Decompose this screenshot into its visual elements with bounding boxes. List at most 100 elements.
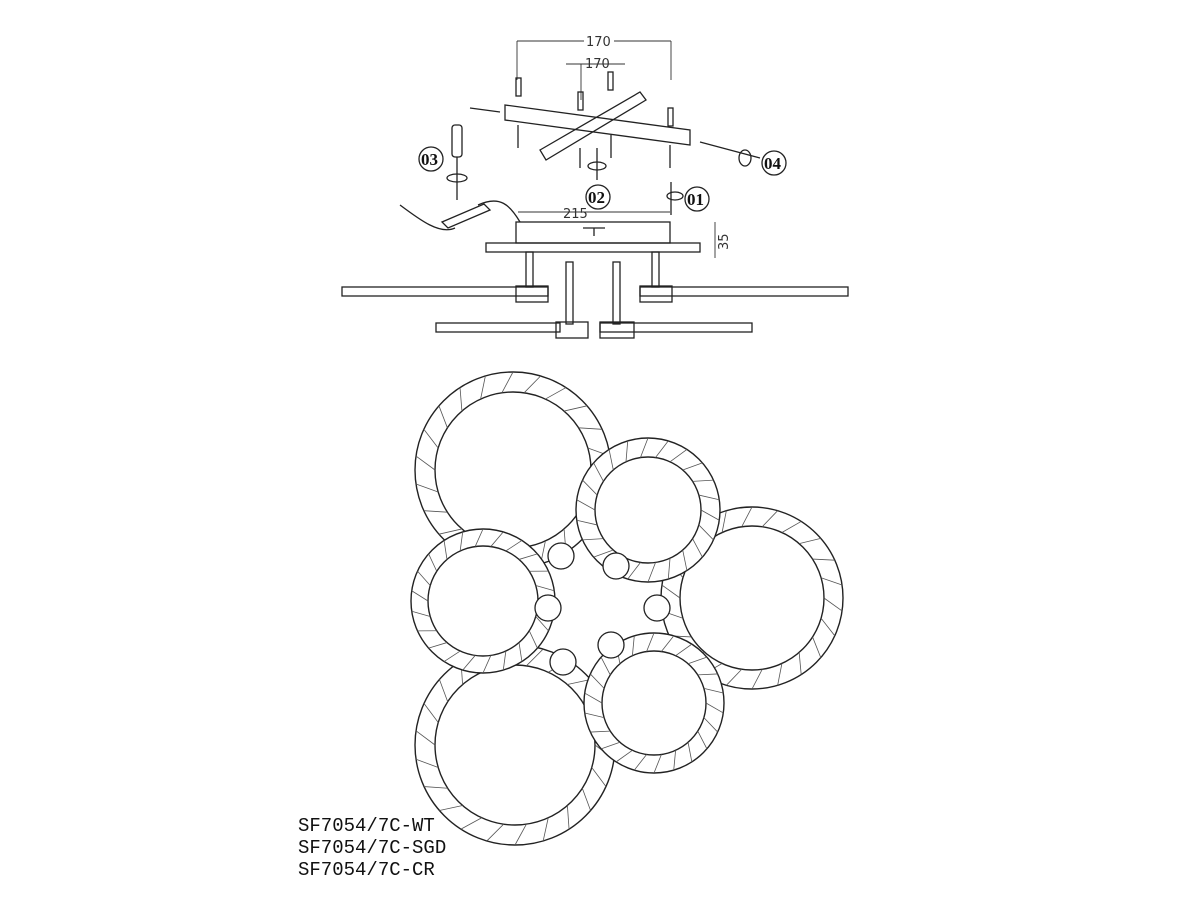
crystal-texture [415,455,436,471]
crystal-texture [591,767,607,787]
crystal-texture [505,540,523,552]
svg-text:04: 04 [764,154,782,173]
step-03: 03 [418,146,444,172]
crystal-texture [459,531,464,552]
crystal-texture [581,788,591,811]
crystal-texture [460,817,482,830]
svg-text:170: 170 [585,57,610,72]
crystal-texture [812,636,822,658]
crystal-texture [667,558,671,580]
crystal-texture [751,669,763,690]
crystal-texture [615,749,633,763]
crystal-texture [415,730,436,746]
crystal-texture [590,730,611,733]
sphere [643,594,671,622]
crystal-texture [428,553,438,572]
crystal-texture [411,610,431,617]
crystal-texture [600,656,611,676]
crystal-texture [646,632,655,652]
crystal-texture [490,531,504,547]
crystal-texture [438,405,448,428]
crystal-texture [632,635,635,656]
crystal-texture [423,510,448,513]
crystal-texture [584,712,605,719]
crystal-texture [428,642,448,649]
step-04: 04 [761,150,787,176]
ring-outer [575,437,721,583]
crystal-texture [812,558,835,561]
sphere [549,648,577,676]
crystal-texture [411,590,429,602]
crystal-texture [777,663,783,686]
crystal-texture [661,635,675,652]
crystal-texture [741,506,753,527]
model-list: SF7054/7C-WT SF7054/7C-SGD SF7054/7C-CR [298,815,446,881]
crystal-texture [692,538,703,558]
step-01: 01 [684,186,710,212]
crystal-texture [584,692,603,704]
crystal-texture [608,449,614,471]
crystal-texture [528,630,538,649]
crystal-texture [443,650,461,662]
ring-outer [410,528,556,674]
crystal-texture [514,823,527,846]
crystal-texture [698,524,714,541]
crystal-texture [415,483,439,493]
crystal-texture [526,648,544,667]
crystal-texture [439,679,449,702]
crystal-texture [698,494,720,501]
crystal-texture [647,562,656,583]
crystal-texture [535,585,555,592]
svg-text:35: 35 [717,233,732,250]
crystal-texture [423,703,439,723]
crystal-texture [518,642,523,662]
crystal-texture [576,499,596,511]
crystal-texture [563,405,588,412]
model-cr: SF7054/7C-CR [298,859,435,881]
sphere [534,594,562,622]
dimension-170-outer: 170 [516,32,672,80]
crystal-texture [675,643,693,657]
crystal-texture [423,429,439,449]
crystal-texture [820,577,843,586]
dimension-35: 35 [714,222,732,258]
crystal-texture [502,650,507,671]
crystal-texture [443,540,448,560]
crystal-texture [518,553,538,560]
crystal-texture [590,673,605,689]
crystal-texture [627,562,641,580]
crystal-texture [438,528,463,535]
crystal-texture [726,668,743,686]
crystal-texture [721,510,727,533]
crystal-texture [480,375,486,400]
crystal-texture [669,449,688,463]
svg-text:215: 215 [563,207,588,222]
dimension-170-inner: 170 [566,57,625,100]
crystal-texture [705,702,724,714]
sphere [602,552,630,580]
crystal-texture [482,655,492,674]
crystal-texture [798,652,802,675]
mounting-bracket [504,91,691,161]
crystal-texture [761,510,778,528]
crystal-texture [655,440,669,458]
rotate-arrows [587,148,752,215]
crystal-texture [653,754,662,774]
crystal-texture [542,817,549,842]
crystal-texture [703,687,724,694]
crystal-texture [501,371,514,393]
model-sgd: SF7054/7C-SGD [298,837,447,859]
crystal-texture [640,437,649,458]
svg-text:02: 02 [588,188,605,207]
crystal-texture [424,786,448,789]
sphere [597,631,625,659]
crystal-texture [439,805,463,811]
crystal-texture [625,440,629,462]
svg-text:01: 01 [687,190,704,209]
crystal-texture [523,375,541,394]
crystal-texture [823,597,843,612]
crystal-texture [593,462,604,482]
crystal-texture [486,823,504,842]
dimension-215: 215 [518,207,670,222]
canopy [485,221,701,253]
